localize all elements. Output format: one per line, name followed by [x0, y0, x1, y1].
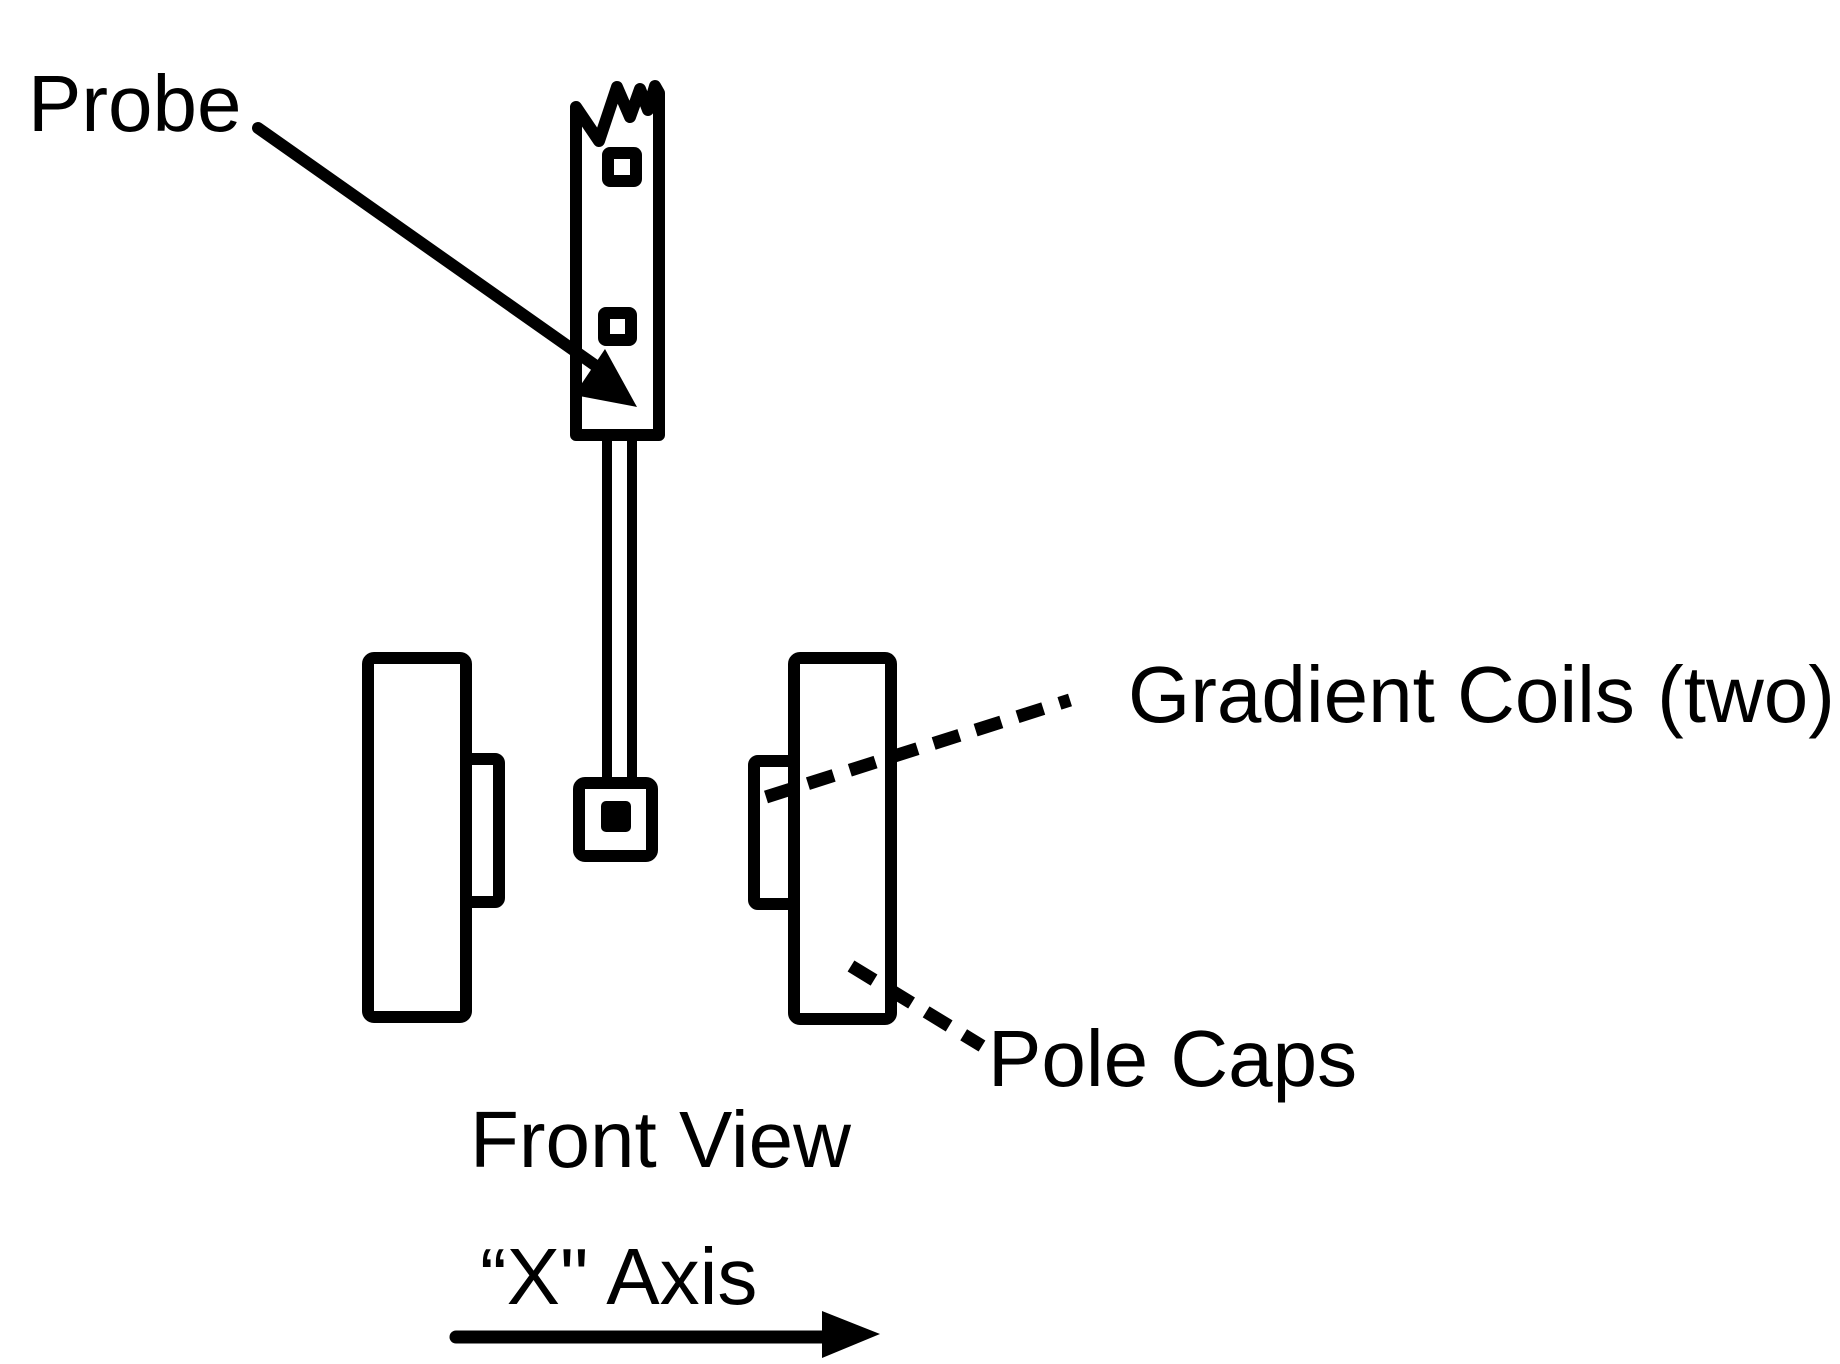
probe-window-lower — [598, 307, 637, 346]
probe-label: Probe — [28, 59, 242, 148]
pole-caps-leader-line — [847, 960, 986, 1052]
right-gradient-coil — [748, 755, 800, 910]
front-view-label: Front View — [470, 1095, 851, 1184]
sample — [601, 801, 631, 832]
right-pole-cap — [788, 652, 897, 1025]
gradient-coils-leader-line — [764, 693, 1072, 804]
x-axis-arrowhead — [822, 1311, 880, 1358]
x-axis-label: “X" Axis — [480, 1232, 758, 1321]
probe-window-upper — [602, 147, 642, 187]
pole-caps-label: Pole Caps — [988, 1014, 1358, 1103]
left-gradient-coil — [460, 753, 505, 908]
gradient-coils-label: Gradient Coils (two) — [1128, 650, 1835, 739]
left-pole-cap — [362, 652, 472, 1023]
outline-shapes — [252, 80, 1072, 1344]
filled-shapes — [574, 349, 880, 1358]
probe-arrowhead — [574, 349, 637, 407]
probe-leader-line — [252, 122, 612, 379]
